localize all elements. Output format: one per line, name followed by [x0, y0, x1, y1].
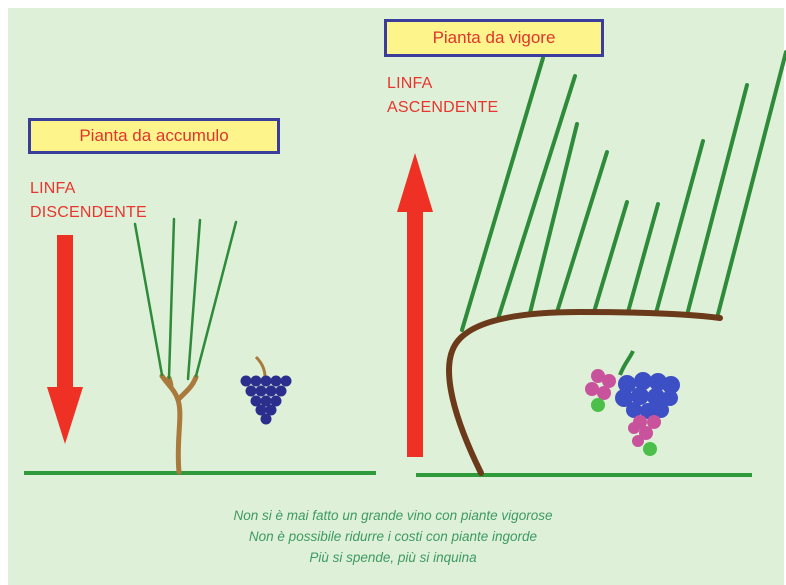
- shoot: [685, 83, 749, 317]
- large-grape-cluster: [585, 350, 680, 456]
- vigorous-plant-label: Pianta da vigore: [384, 19, 604, 57]
- descending-sap-label: LINFA DISCENDENTE: [30, 177, 147, 225]
- diagram-background: [8, 8, 784, 585]
- ascending-sap-line1: LINFA: [387, 75, 433, 92]
- vigorous-plant: [446, 50, 786, 476]
- caption-line3: Più si spende, più si inquina: [309, 550, 477, 565]
- ascending-sap-arrow: [397, 153, 433, 457]
- shoot: [528, 122, 579, 315]
- shoot: [555, 150, 609, 314]
- ascending-sap-label: LINFA ASCENDENTE: [387, 72, 498, 120]
- vigorous-plant-label-text: Pianta da vigore: [432, 28, 556, 47]
- descending-sap-line2: DISCENDENTE: [30, 204, 147, 221]
- accumulation-plant: [133, 217, 292, 475]
- shoot: [626, 202, 660, 314]
- shoot: [194, 220, 238, 378]
- accumulation-plant-label: Pianta da accumulo: [28, 118, 280, 154]
- accumulation-shoots: [133, 217, 238, 381]
- shoot: [133, 222, 164, 377]
- shoot: [167, 217, 176, 380]
- shoot: [592, 200, 629, 314]
- vigorous-shoots: [460, 50, 786, 332]
- descending-sap-arrow: [47, 235, 83, 444]
- descending-sap-line1: LINFA: [30, 180, 76, 197]
- vigorous-trunk: [446, 308, 723, 476]
- accumulation-trunk: [159, 373, 199, 475]
- ascending-sap-line2: ASCENDENTE: [387, 99, 499, 116]
- grape-berries: [240, 375, 292, 425]
- caption-line2: Non è possibile ridurre i costi con pian…: [248, 529, 538, 544]
- shoot: [186, 218, 202, 381]
- shoot: [654, 139, 705, 315]
- shoot: [460, 56, 545, 332]
- shoot: [496, 74, 577, 321]
- small-grape-cluster: [240, 355, 292, 425]
- shoot: [715, 50, 786, 320]
- caption-line1: Non si è mai fatto un grande vino con pi…: [233, 508, 553, 523]
- caption: Non si è mai fatto un grande vino con pi…: [0, 505, 786, 568]
- accumulation-plant-label-text: Pianta da accumulo: [79, 126, 229, 145]
